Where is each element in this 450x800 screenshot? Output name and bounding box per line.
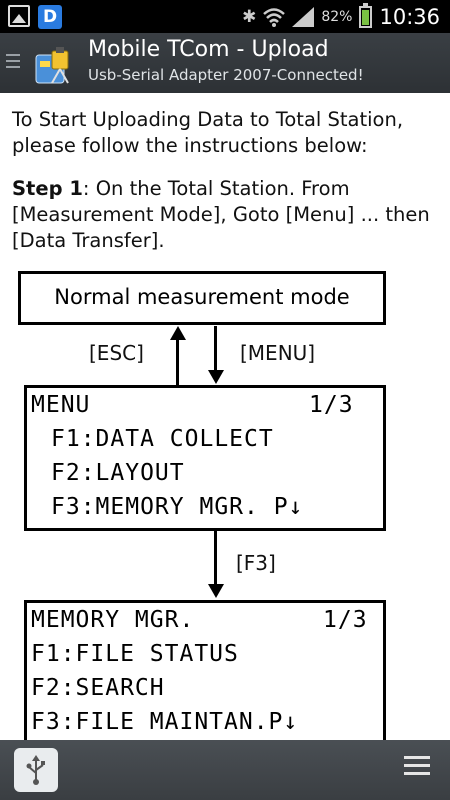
overflow-menu-icon[interactable] — [404, 756, 430, 784]
esc-arrow-shaft — [176, 339, 179, 385]
menu-screen-page: 1/3 — [309, 392, 354, 418]
memory-item: F1:FILE STATUS — [31, 641, 239, 667]
instruction-diagram: Normal measurement mode [ESC] [MENU] MEN… — [0, 93, 450, 740]
f3-arrow-shaft — [214, 531, 217, 585]
esc-arrow-icon — [170, 326, 186, 340]
battery-percent: 82% — [321, 8, 353, 25]
step-label: Step 1 — [12, 177, 83, 200]
content-area[interactable]: To Start Uploading Data to Total Station… — [0, 93, 450, 740]
intro-text: To Start Uploading Data to Total Station… — [12, 108, 404, 157]
signal-icon — [292, 6, 315, 27]
memory-screen-page: 1/3 — [323, 607, 368, 633]
menu-arrow-icon — [208, 370, 224, 384]
bluetooth-icon: ✱ — [242, 6, 257, 27]
menu-screen-title: MENU — [31, 392, 91, 418]
menu-item: F2:LAYOUT — [51, 460, 185, 486]
f3-arrow-icon — [208, 584, 224, 598]
drawer-handle-icon[interactable] — [6, 54, 20, 72]
memory-item: F3:FILE MAINTAN.P↓ — [31, 709, 299, 735]
step-text: : On the Total Station. From [Measuremen… — [12, 177, 430, 252]
clock: 10:36 — [379, 4, 440, 29]
f3-label: [F3] — [236, 551, 276, 575]
menu-arrow-shaft — [214, 326, 217, 371]
menu-label: [MENU] — [240, 341, 316, 365]
bottom-bar — [0, 740, 450, 800]
memory-screen-box: MEMORY MGR. 1/3 F1:FILE STATUS F2:SEARCH… — [24, 600, 386, 740]
normal-mode-box: Normal measurement mode — [18, 271, 386, 325]
usb-button[interactable] — [14, 748, 58, 792]
app-logo-icon[interactable] — [34, 45, 76, 85]
wifi-icon — [263, 7, 286, 27]
menu-item: F1:DATA COLLECT — [51, 426, 274, 452]
esc-label: [ESC] — [89, 341, 144, 365]
menu-item: F3:MEMORY MGR. P↓ — [51, 494, 304, 520]
battery-icon — [359, 2, 373, 28]
app-d-icon: D — [38, 5, 62, 29]
usb-icon — [26, 755, 45, 785]
status-bar: D ✱ 82% 10:36 — [0, 0, 450, 33]
menu-screen-box: MENU 1/3 F1:DATA COLLECT F2:LAYOUT F3:ME… — [24, 385, 386, 531]
memory-screen-title: MEMORY MGR. — [31, 607, 195, 633]
app-title: Mobile TCom - Upload — [88, 37, 329, 62]
action-bar: Mobile TCom - Upload Usb-Serial Adapter … — [0, 33, 450, 93]
step-instruction: Step 1: On the Total Station. From [Meas… — [12, 176, 442, 254]
connection-status: Usb-Serial Adapter 2007-Connected! — [88, 66, 364, 84]
memory-item: F2:SEARCH — [31, 675, 165, 701]
image-icon — [8, 5, 30, 27]
